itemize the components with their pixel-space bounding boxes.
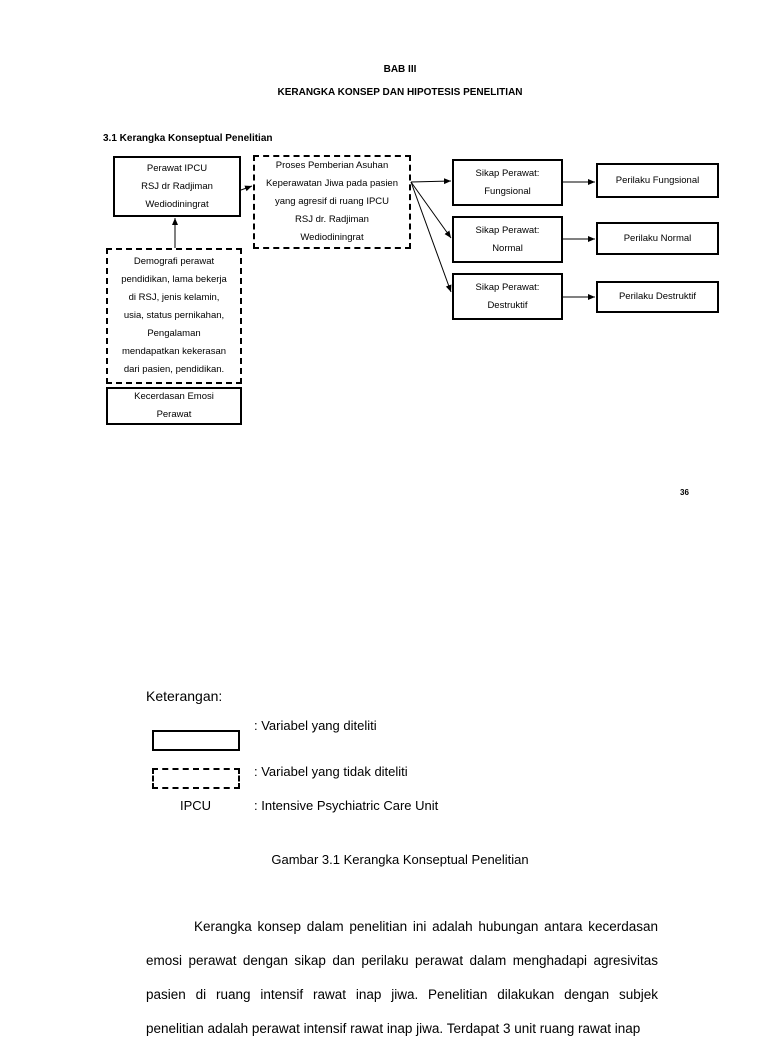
box-perilaku-destruktif-text: Perilaku Destruktif xyxy=(618,291,697,302)
legend-abbreviation: IPCU xyxy=(180,798,212,813)
box-sikap-destruktif-text: Sikap Perawat: Destruktif xyxy=(475,281,540,311)
box-perawat-ipcu: Perawat IPCU RSJ dr Radjiman Wediodining… xyxy=(113,156,241,217)
box-perilaku-normal: Perilaku Normal xyxy=(596,222,719,255)
legend-solid-swatch xyxy=(152,730,240,751)
arrow-proses-to-sikap-destruktif xyxy=(410,181,452,293)
arrow-perawat-to-proses xyxy=(240,185,253,192)
box-perilaku-normal-text: Perilaku Normal xyxy=(623,232,692,244)
legend-solid-label: : Variabel yang diteliti xyxy=(254,718,377,733)
section-heading: 3.1 Kerangka Konseptual Penelitian xyxy=(103,133,273,144)
arrow-proses-to-sikap-fungsional xyxy=(410,178,452,185)
box-kecerdasan-emosi-text: Kecerdasan Emosi Perawat xyxy=(134,391,214,420)
box-proses-asuhan: Proses Pemberian Asuhan Keperawatan Jiwa… xyxy=(253,155,411,249)
figure-caption: Gambar 3.1 Kerangka Konseptual Penelitia… xyxy=(271,852,529,867)
body-paragraph: Kerangka konsep dalam penelitian ini ada… xyxy=(146,919,658,1036)
box-perilaku-fungsional-text: Perilaku Fungsional xyxy=(615,174,700,186)
legend-abbreviation-label: : Intensive Psychiatric Care Unit xyxy=(254,798,439,813)
box-demografi: Demografi perawat pendidikan, lama beker… xyxy=(106,248,242,384)
box-proses-asuhan-text: Proses Pemberian Asuhan Keperawatan Jiwa… xyxy=(265,160,399,243)
diagram-arrows xyxy=(172,178,595,300)
legend-title: Keterangan: xyxy=(146,688,223,704)
legend-dashed-label: : Variabel yang tidak diteliti xyxy=(254,764,408,779)
arrow-proses-to-sikap-normal xyxy=(410,181,452,239)
page-number: 36 xyxy=(680,488,689,497)
box-kecerdasan-emosi: Kecerdasan Emosi Perawat xyxy=(106,387,242,425)
chapter-heading: BAB III xyxy=(383,64,417,75)
box-perilaku-fungsional: Perilaku Fungsional xyxy=(596,163,719,198)
box-sikap-normal-text: Sikap Perawat: Normal xyxy=(475,224,540,254)
box-sikap-fungsional: Sikap Perawat: Fungsional xyxy=(452,159,563,206)
box-perilaku-destruktif: Perilaku Destruktif xyxy=(596,281,719,313)
box-sikap-destruktif: Sikap Perawat: Destruktif xyxy=(452,273,563,320)
box-perawat-ipcu-text: Perawat IPCU RSJ dr Radjiman Wediodining… xyxy=(141,162,213,210)
box-demografi-text: Demografi perawat pendidikan, lama beker… xyxy=(121,256,227,375)
box-sikap-fungsional-text: Sikap Perawat: Fungsional xyxy=(475,167,540,197)
box-sikap-normal: Sikap Perawat: Normal xyxy=(452,216,563,263)
legend-dashed-swatch xyxy=(152,768,240,789)
chapter-title: KERANGKA KONSEP DAN HIPOTESIS PENELITIAN xyxy=(277,87,523,98)
